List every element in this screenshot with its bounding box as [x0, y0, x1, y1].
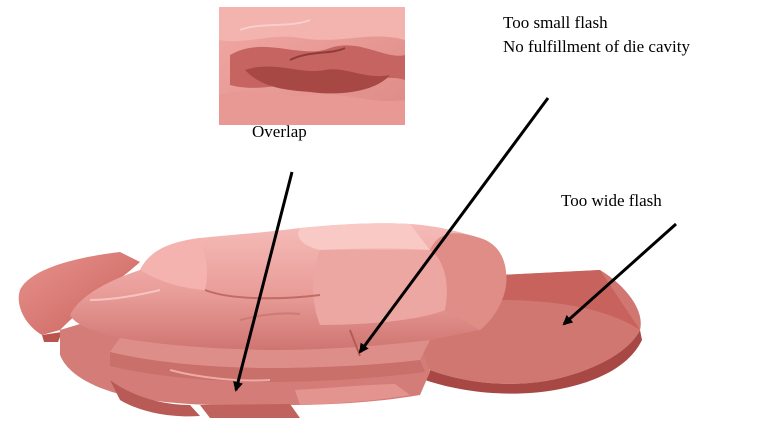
die-cavity-label: No fulfillment of die cavity — [503, 35, 690, 58]
forged-part-body — [60, 223, 506, 418]
small-flash-label: Too small flash — [503, 11, 608, 34]
overlap-detail-inset — [219, 7, 405, 125]
wide-flash-label: Too wide flash — [561, 189, 662, 212]
overlap-label: Overlap — [252, 120, 307, 143]
